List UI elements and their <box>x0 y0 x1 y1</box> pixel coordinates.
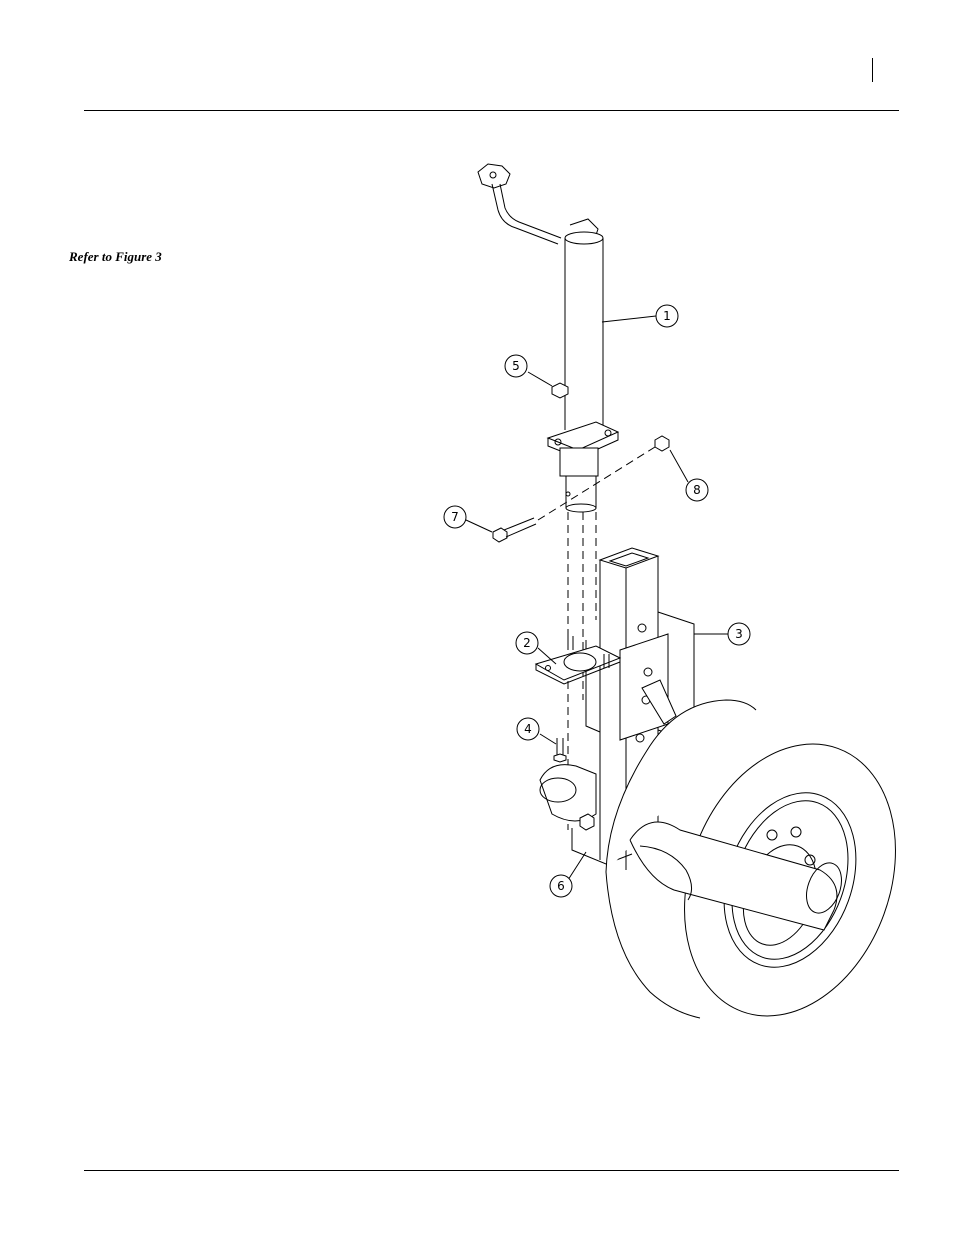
footer-divider <box>84 1170 899 1171</box>
jack-wheel-assembly-figure: 1 2 3 4 5 6 7 8 <box>430 150 910 1030</box>
assembly-drawing: 1 2 3 4 5 6 7 8 <box>430 150 910 1030</box>
nut-part-5 <box>552 383 568 398</box>
callout-6: 6 <box>557 879 565 893</box>
nut-part-8 <box>655 436 669 451</box>
callout-circles <box>444 305 750 897</box>
header-tick-mark <box>872 58 873 82</box>
bolt-part-7 <box>493 518 536 542</box>
callout-8: 8 <box>693 483 701 497</box>
callout-1: 1 <box>663 309 671 323</box>
header-divider <box>84 110 899 111</box>
callout-2: 2 <box>523 636 531 650</box>
bolt-part-4 <box>554 738 566 762</box>
callout-4: 4 <box>524 722 532 736</box>
leader-arrows <box>466 316 728 880</box>
jack-tube <box>548 219 618 512</box>
plate-part-2 <box>536 636 620 684</box>
crank-handle <box>478 164 561 244</box>
callout-7: 7 <box>451 510 459 524</box>
callout-3: 3 <box>735 627 743 641</box>
callout-5: 5 <box>512 359 520 373</box>
figure-reference-note: Refer to Figure 3 <box>69 249 162 265</box>
